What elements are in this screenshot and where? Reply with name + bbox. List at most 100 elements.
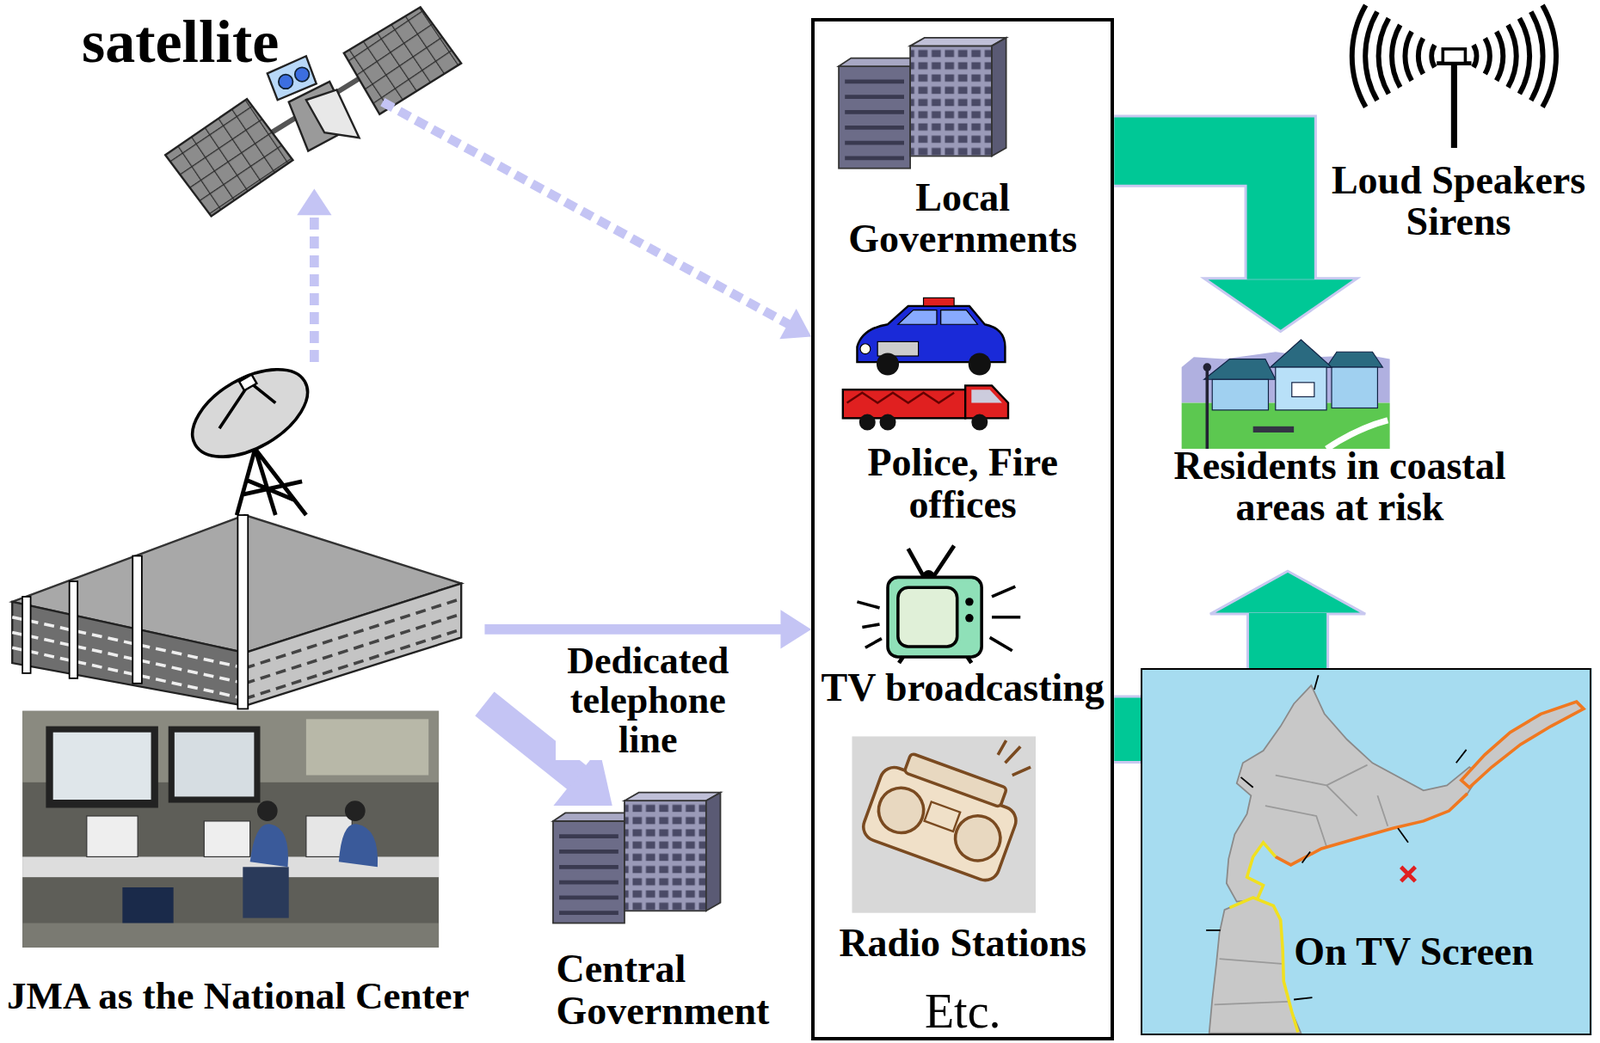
houses-icon — [1270, 339, 1332, 368]
node-label: Local Governments — [833, 177, 1092, 261]
national-center-node: JMA as the National Center — [5, 362, 486, 1021]
recipient-node: Radio Stations — [816, 726, 1109, 965]
houses-icon — [1331, 367, 1378, 408]
operations-room-photo — [344, 800, 366, 822]
houses-icon — [1181, 339, 1391, 450]
operations-room-photo — [22, 711, 439, 948]
recipient-node: Police, Fire offices — [816, 289, 1109, 526]
arrow-head — [296, 188, 332, 216]
connector-line — [1249, 613, 1327, 669]
operations-room-photo — [53, 732, 152, 800]
police-car-icon — [898, 310, 937, 326]
tsunami-map-illustration — [1226, 685, 1480, 902]
tsunami-map-illustration — [1461, 701, 1584, 788]
houses-icon — [1253, 426, 1294, 433]
operations-room-photo — [250, 824, 289, 868]
connector-arrow — [1113, 151, 1357, 333]
operations-room-photo — [122, 887, 173, 929]
satellite-node: satellite — [76, 5, 383, 190]
operations-room-photo — [86, 816, 138, 857]
police-car-icon — [876, 352, 899, 376]
houses-icon — [1212, 379, 1268, 411]
building-illustration — [12, 617, 245, 700]
fire-truck-icon — [965, 385, 1009, 419]
loudspeaker-siren-icon — [1418, 37, 1490, 74]
houses-icon — [1206, 369, 1210, 450]
tsunami-map-illustration — [1401, 867, 1416, 882]
edge-label-holder: Dedicated telephone line — [555, 641, 741, 762]
fire-truck-icon — [843, 389, 966, 419]
houses-icon — [1292, 382, 1315, 398]
building-illustration — [245, 598, 462, 699]
connector-arrow — [296, 188, 332, 363]
dish-antenna — [178, 351, 323, 475]
police-car-icon — [923, 297, 955, 306]
node-label: Police, Fire offices — [833, 442, 1092, 526]
television-icon — [856, 586, 1021, 652]
police-car-icon — [941, 310, 979, 326]
connector-line — [309, 214, 320, 363]
loudspeaker-siren-icon — [1378, 18, 1531, 94]
satellite-icon — [295, 67, 310, 82]
label-holder: Loud Speakers Sirens — [1323, 160, 1594, 244]
connector-outline — [1113, 695, 1141, 764]
satellite-icon — [344, 6, 462, 115]
fire-truck-icon — [843, 385, 1009, 431]
node-label: JMA as the National Center — [6, 976, 469, 1017]
connector-line — [1113, 151, 1280, 280]
police-car-icon — [856, 297, 1005, 376]
television-icon — [898, 587, 958, 647]
television-icon — [965, 597, 973, 606]
connector-arrow — [1113, 729, 1141, 731]
tsunami-map-illustration — [1209, 898, 1302, 1034]
connector-arrow — [382, 102, 812, 340]
radio-icon — [924, 801, 961, 831]
houses-icon — [1326, 351, 1383, 368]
tsunami-map-illustration — [1140, 668, 1592, 1036]
dish-antenna — [236, 449, 307, 516]
loudspeaker-siren-icon — [1352, 5, 1557, 148]
node-label: satellite — [81, 10, 279, 74]
satellite-icon — [306, 89, 360, 138]
radio-icon — [859, 746, 1027, 885]
loudspeaker-siren-icon — [1451, 50, 1458, 148]
loudspeaker-siren-icon — [1431, 44, 1477, 68]
residents-node: Residents in coastal areas at risk — [1135, 332, 1544, 573]
tv-screen-map-panel: On TV Screen — [1140, 668, 1592, 1036]
operations-room-photo — [22, 711, 439, 948]
building-illustration — [69, 581, 78, 679]
building-illustration — [12, 515, 462, 709]
radio-icon — [851, 736, 1036, 913]
recipient-node: TV broadcasting — [816, 535, 1109, 710]
connector-arrow — [1210, 571, 1366, 669]
node-label: Central Government — [555, 948, 788, 1033]
operations-room-photo — [306, 719, 429, 776]
building-illustration — [12, 602, 245, 707]
connector-line — [484, 624, 782, 635]
node-label: TV broadcasting — [821, 667, 1105, 709]
satellite-icon — [165, 98, 293, 216]
operations-room-photo — [242, 867, 289, 918]
government-node: Central Government — [555, 806, 801, 1036]
satellite-icon — [278, 74, 294, 90]
node-label: Residents in coastal areas at risk — [1138, 445, 1543, 530]
television-icon — [965, 614, 973, 622]
building-illustration — [237, 515, 248, 709]
operations-room-photo — [203, 821, 250, 858]
dish-antenna — [239, 375, 257, 392]
loudspeaker-siren-icon — [1404, 31, 1503, 81]
fire-truck-icon — [859, 414, 876, 431]
tsunami-map-illustration — [1140, 668, 1592, 1036]
tsunami-map-illustration — [1275, 793, 1468, 866]
connector-outline — [1113, 151, 1280, 280]
operations-room-photo — [338, 824, 378, 868]
television-icon — [856, 546, 1021, 664]
police-car-icon — [968, 352, 991, 376]
radio-icon — [997, 740, 1031, 776]
node-label: Etc. — [924, 987, 1002, 1036]
fire-truck-icon — [847, 393, 955, 404]
loudspeaker-siren-icon — [1391, 24, 1517, 87]
houses-icon — [1275, 367, 1327, 411]
building-illustration — [245, 584, 462, 707]
